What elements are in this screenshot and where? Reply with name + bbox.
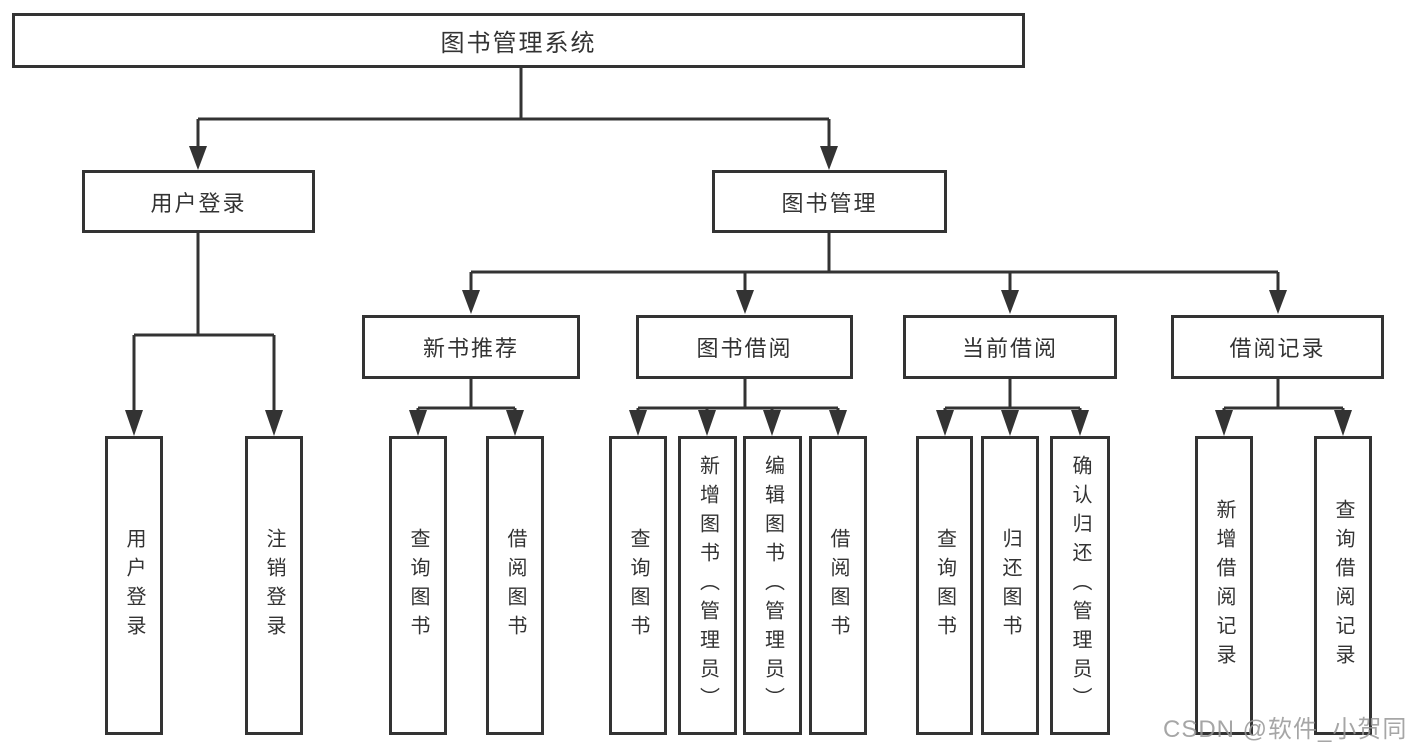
leaf-current-query-books-label: 查询图书 [933, 527, 956, 644]
node-new-book-recommendation: 新书推荐 [362, 315, 580, 379]
arrowhead [409, 410, 427, 436]
leaf-borrowing-edit-books-admin: 编辑图书（管理员） [743, 436, 802, 735]
arrowheads [125, 146, 1352, 436]
leaf-user-login-label: 用户登录 [123, 527, 145, 644]
leaf-borrowing-add-books-admin: 新增图书（管理员） [678, 436, 737, 735]
leaf-logout: 注销登录 [245, 436, 303, 735]
leaf-records-query-record: 查询借阅记录 [1314, 436, 1372, 735]
node-book-borrowing-label: 图书借阅 [696, 336, 793, 361]
leaf-user-login: 用户登录 [105, 436, 163, 735]
arrowhead [736, 290, 754, 314]
arrowhead [1334, 410, 1352, 436]
arrowhead [1269, 290, 1287, 314]
arrowhead [189, 146, 207, 170]
arrowhead [1001, 290, 1019, 314]
leaf-current-confirm-return-admin-label: 确认归还（管理员） [1069, 455, 1091, 716]
arrowhead [629, 410, 647, 436]
node-root: 图书管理系统 [12, 13, 1025, 68]
node-borrowing-records: 借阅记录 [1171, 315, 1384, 379]
node-book-management: 图书管理 [712, 170, 947, 233]
leaf-recommend-borrow-books-label: 借阅图书 [504, 527, 526, 644]
leaf-recommend-query-books: 查询图书 [389, 436, 447, 735]
node-user-login-label: 用户登录 [150, 190, 247, 216]
node-user-login: 用户登录 [82, 170, 315, 233]
node-current-borrowing-label: 当前借阅 [961, 336, 1058, 361]
arrowhead [936, 410, 954, 436]
arrowhead [763, 410, 781, 436]
leaf-records-query-record-label: 查询借阅记录 [1332, 498, 1354, 673]
leaf-records-add-record-label: 新增借阅记录 [1213, 498, 1235, 673]
arrowhead [820, 146, 838, 170]
node-current-borrowing: 当前借阅 [903, 315, 1117, 379]
leaf-current-return-books-label: 归还图书 [999, 527, 1021, 644]
leaf-current-query-books: 查询图书 [916, 436, 973, 735]
leaf-records-add-record: 新增借阅记录 [1195, 436, 1253, 735]
arrowhead [698, 410, 716, 436]
node-book-borrowing: 图书借阅 [636, 315, 853, 379]
leaf-logout-label: 注销登录 [263, 527, 285, 644]
leaf-recommend-query-books-label: 查询图书 [407, 527, 429, 644]
node-book-management-label: 图书管理 [781, 190, 878, 216]
arrowhead [829, 410, 847, 436]
leaf-borrowing-query-books: 查询图书 [609, 436, 667, 735]
arrowhead [265, 410, 283, 436]
leaf-borrowing-borrow-books-label: 借阅图书 [827, 527, 849, 644]
arrowhead [125, 410, 143, 436]
node-root-label: 图书管理系统 [440, 30, 597, 57]
leaf-current-confirm-return-admin: 确认归还（管理员） [1050, 436, 1110, 735]
leaf-recommend-borrow-books: 借阅图书 [486, 436, 544, 735]
arrowhead [1001, 410, 1019, 436]
leaf-borrowing-edit-books-admin-label: 编辑图书（管理员） [761, 455, 784, 716]
arrowhead [506, 410, 524, 436]
arrowhead [1215, 410, 1233, 436]
arrowhead [462, 290, 480, 314]
leaf-borrowing-query-books-label: 查询图书 [627, 527, 649, 644]
leaf-borrowing-add-books-admin-label: 新增图书（管理员） [696, 455, 719, 716]
leaf-borrowing-borrow-books: 借阅图书 [809, 436, 867, 735]
arrowhead [1071, 410, 1089, 436]
node-new-book-recommendation-label: 新书推荐 [422, 336, 519, 361]
leaf-current-return-books: 归还图书 [981, 436, 1039, 735]
node-borrowing-records-label: 借阅记录 [1229, 336, 1326, 361]
csdn-watermark: CSDN @软件_小贺同学 [1163, 716, 1405, 743]
